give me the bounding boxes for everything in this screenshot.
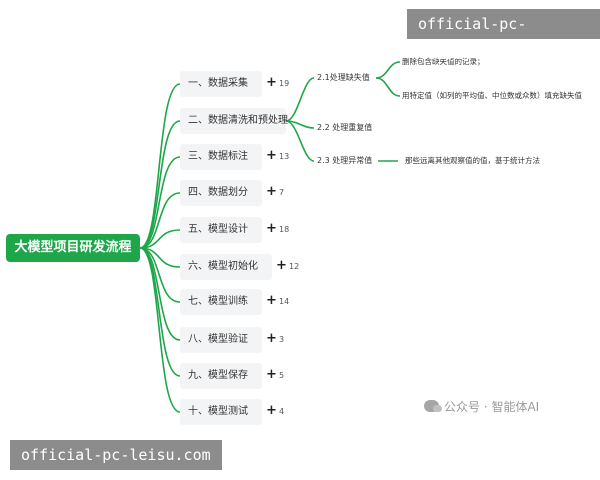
watermark-top: official-pc-leisu.com bbox=[407, 9, 600, 63]
root-connector bbox=[139, 192, 181, 249]
expand-icon[interactable]: + bbox=[266, 331, 277, 346]
detail-connector bbox=[375, 61, 401, 79]
child-count: 19 bbox=[279, 79, 290, 88]
stage-node[interactable]: 一、数据采集 bbox=[180, 71, 262, 97]
stage-node[interactable]: 四、数据划分 bbox=[180, 180, 262, 206]
expand-icon[interactable]: + bbox=[266, 221, 277, 236]
stage-node[interactable]: 三、数据标注 bbox=[180, 144, 262, 170]
cleaning-step[interactable]: 2.1处理缺失值 bbox=[317, 73, 370, 82]
missing-value-method: 删除包含缺失值的记录； bbox=[402, 56, 485, 68]
expand-icon[interactable]: + bbox=[276, 258, 287, 273]
step-connector bbox=[285, 120, 315, 162]
stage-node[interactable]: 二、数据清洗和预处理 bbox=[180, 108, 288, 134]
expand-icon[interactable]: + bbox=[266, 75, 277, 90]
expand-icon[interactable]: + bbox=[266, 403, 277, 418]
missing-value-method: 用特定值（如列的平均值、中位数或众数）填充缺失值 bbox=[402, 91, 582, 100]
wechat-icon bbox=[424, 400, 442, 412]
stage-node[interactable]: 五、模型设计 bbox=[180, 217, 262, 243]
stage-node[interactable]: 九、模型保存 bbox=[180, 363, 262, 389]
child-count: 4 bbox=[279, 407, 285, 416]
expand-icon[interactable]: + bbox=[266, 367, 277, 382]
root-connector bbox=[139, 247, 181, 341]
wechat-account-text: 公众号 · 智能体AI bbox=[444, 400, 540, 414]
root-connector bbox=[139, 229, 181, 249]
expand-icon[interactable]: + bbox=[266, 293, 277, 308]
child-count: 3 bbox=[279, 335, 285, 344]
child-count: 13 bbox=[279, 152, 290, 161]
step-connector bbox=[285, 77, 315, 122]
watermark-bottom: official-pc-leisu.com bbox=[10, 440, 222, 470]
expand-icon[interactable]: + bbox=[266, 184, 277, 199]
cleaning-step[interactable]: 2.3 处理异常值 bbox=[317, 156, 373, 165]
stage-node[interactable]: 八、模型验证 bbox=[180, 327, 262, 353]
wechat-account-label: 公众号 · 智能体AI bbox=[424, 398, 539, 416]
outlier-note: 那些远离其他观察值的值，基于统计方法 bbox=[405, 156, 540, 165]
cleaning-step[interactable]: 2.2 处理重复值 bbox=[317, 123, 373, 132]
stage-node[interactable]: 六、模型初始化 bbox=[180, 254, 272, 280]
root-node[interactable]: 大模型项目研发流程 bbox=[6, 234, 140, 262]
stage-node[interactable]: 十、模型测试 bbox=[180, 399, 262, 425]
root-connector bbox=[139, 120, 181, 249]
root-connector bbox=[139, 156, 181, 249]
root-connector bbox=[139, 247, 181, 413]
child-count: 18 bbox=[279, 225, 290, 234]
root-connector bbox=[139, 83, 181, 249]
child-count: 7 bbox=[279, 188, 285, 197]
expand-icon[interactable]: + bbox=[266, 148, 277, 163]
child-count: 5 bbox=[279, 371, 285, 380]
stage-node[interactable]: 七、模型训练 bbox=[180, 289, 262, 315]
child-count: 12 bbox=[289, 262, 300, 271]
child-count: 14 bbox=[279, 297, 290, 306]
detail-connector bbox=[375, 77, 401, 97]
